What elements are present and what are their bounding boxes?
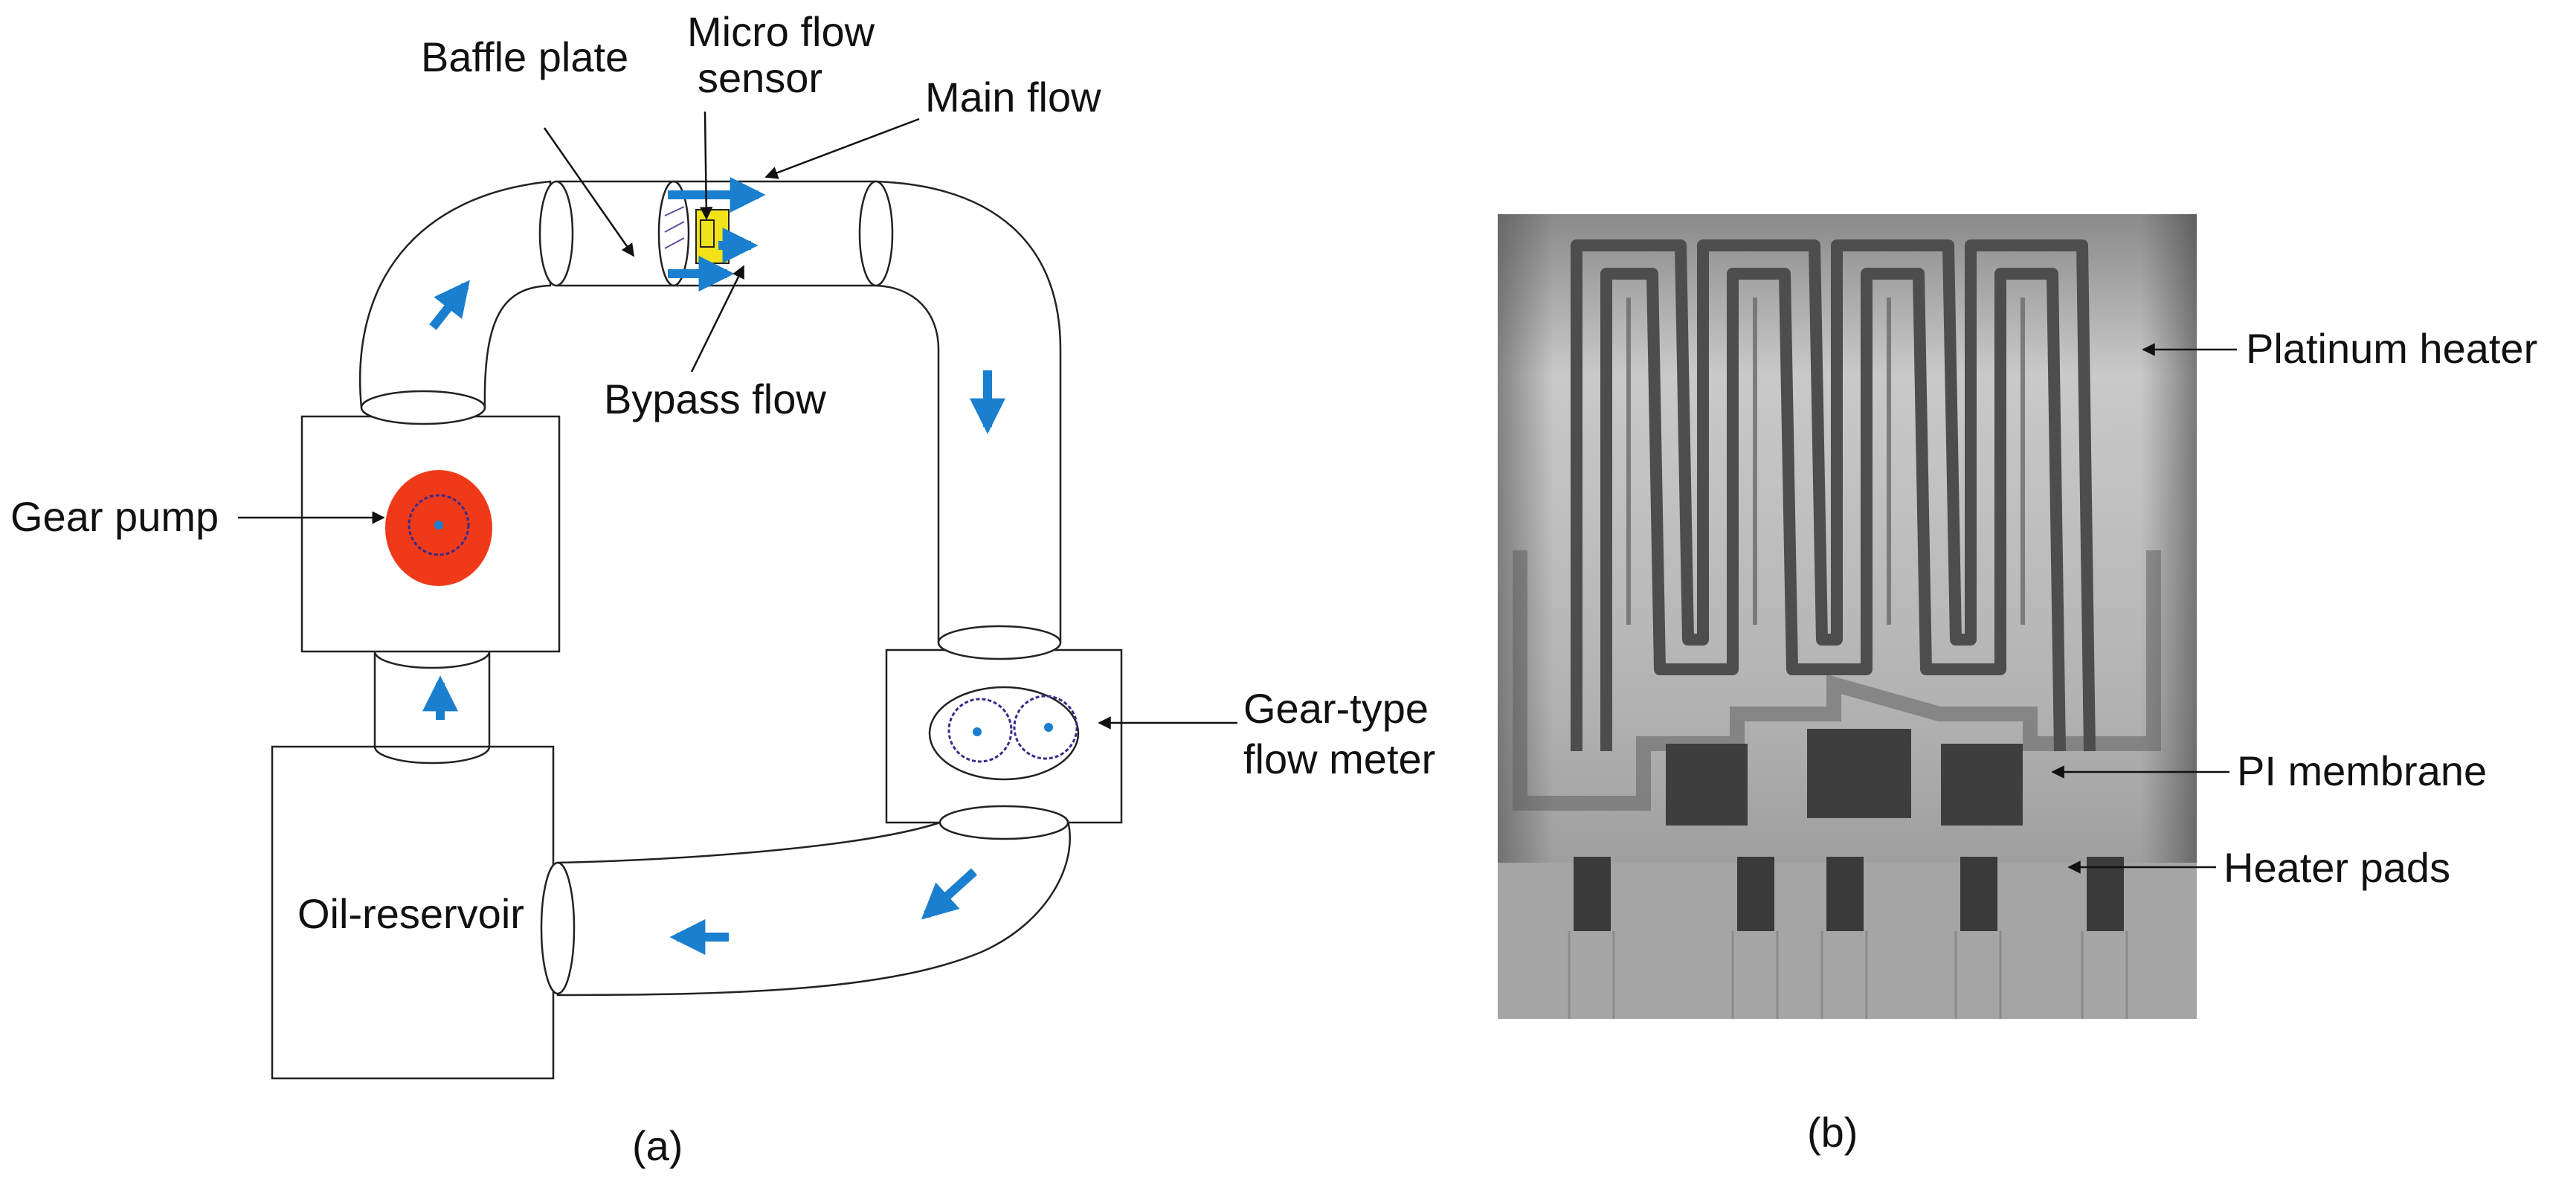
label-micro-flow-sensor-1: Micro flow xyxy=(687,8,875,55)
heater-pads xyxy=(1574,857,2124,931)
oil-reservoir-box xyxy=(271,745,555,1080)
reservoir-connector-pipe xyxy=(373,651,491,747)
connection-blocks xyxy=(1666,729,2023,826)
right-elbow-pipe xyxy=(875,180,1062,644)
label-baffle-plate: Baffle plate xyxy=(421,33,628,80)
label-gear-type-2: flow meter xyxy=(1243,736,1435,782)
label-bypass-flow: Bypass flow xyxy=(604,376,826,422)
label-gear-type-1: Gear-type xyxy=(1243,685,1429,732)
label-platinum-heater: Platinum heater xyxy=(2246,325,2537,372)
baffle-plate-disc xyxy=(657,180,690,287)
label-gear-pump: Gear pump xyxy=(10,493,219,540)
caption-a: (a) xyxy=(632,1122,683,1169)
caption-b: (b) xyxy=(1807,1109,1858,1156)
gear-pump-gear xyxy=(408,494,470,556)
flow-loop-diagram: Baffle plate Micro flow sensor Main flow… xyxy=(10,8,1435,1169)
heater-micrograph: Platinum heater PI membrane Heater pads … xyxy=(1498,214,2537,1156)
label-pi-membrane: PI membrane xyxy=(2237,747,2487,794)
flow-meter-gear-right xyxy=(1013,695,1078,760)
pi-membrane-region xyxy=(1513,550,2161,811)
return-pipe xyxy=(556,820,1071,997)
label-main-flow: Main flow xyxy=(925,74,1101,120)
flow-meter-gear-left xyxy=(947,698,1013,763)
gear-flow-meter-housing xyxy=(928,686,1080,781)
label-micro-flow-sensor-2: sensor xyxy=(698,54,822,101)
flow-arrows xyxy=(422,177,1005,955)
label-oil-reservoir: Oil-reservoir xyxy=(297,890,524,937)
platinum-heater-trace xyxy=(1571,239,2096,752)
label-heater-pads: Heater pads xyxy=(2224,844,2450,891)
